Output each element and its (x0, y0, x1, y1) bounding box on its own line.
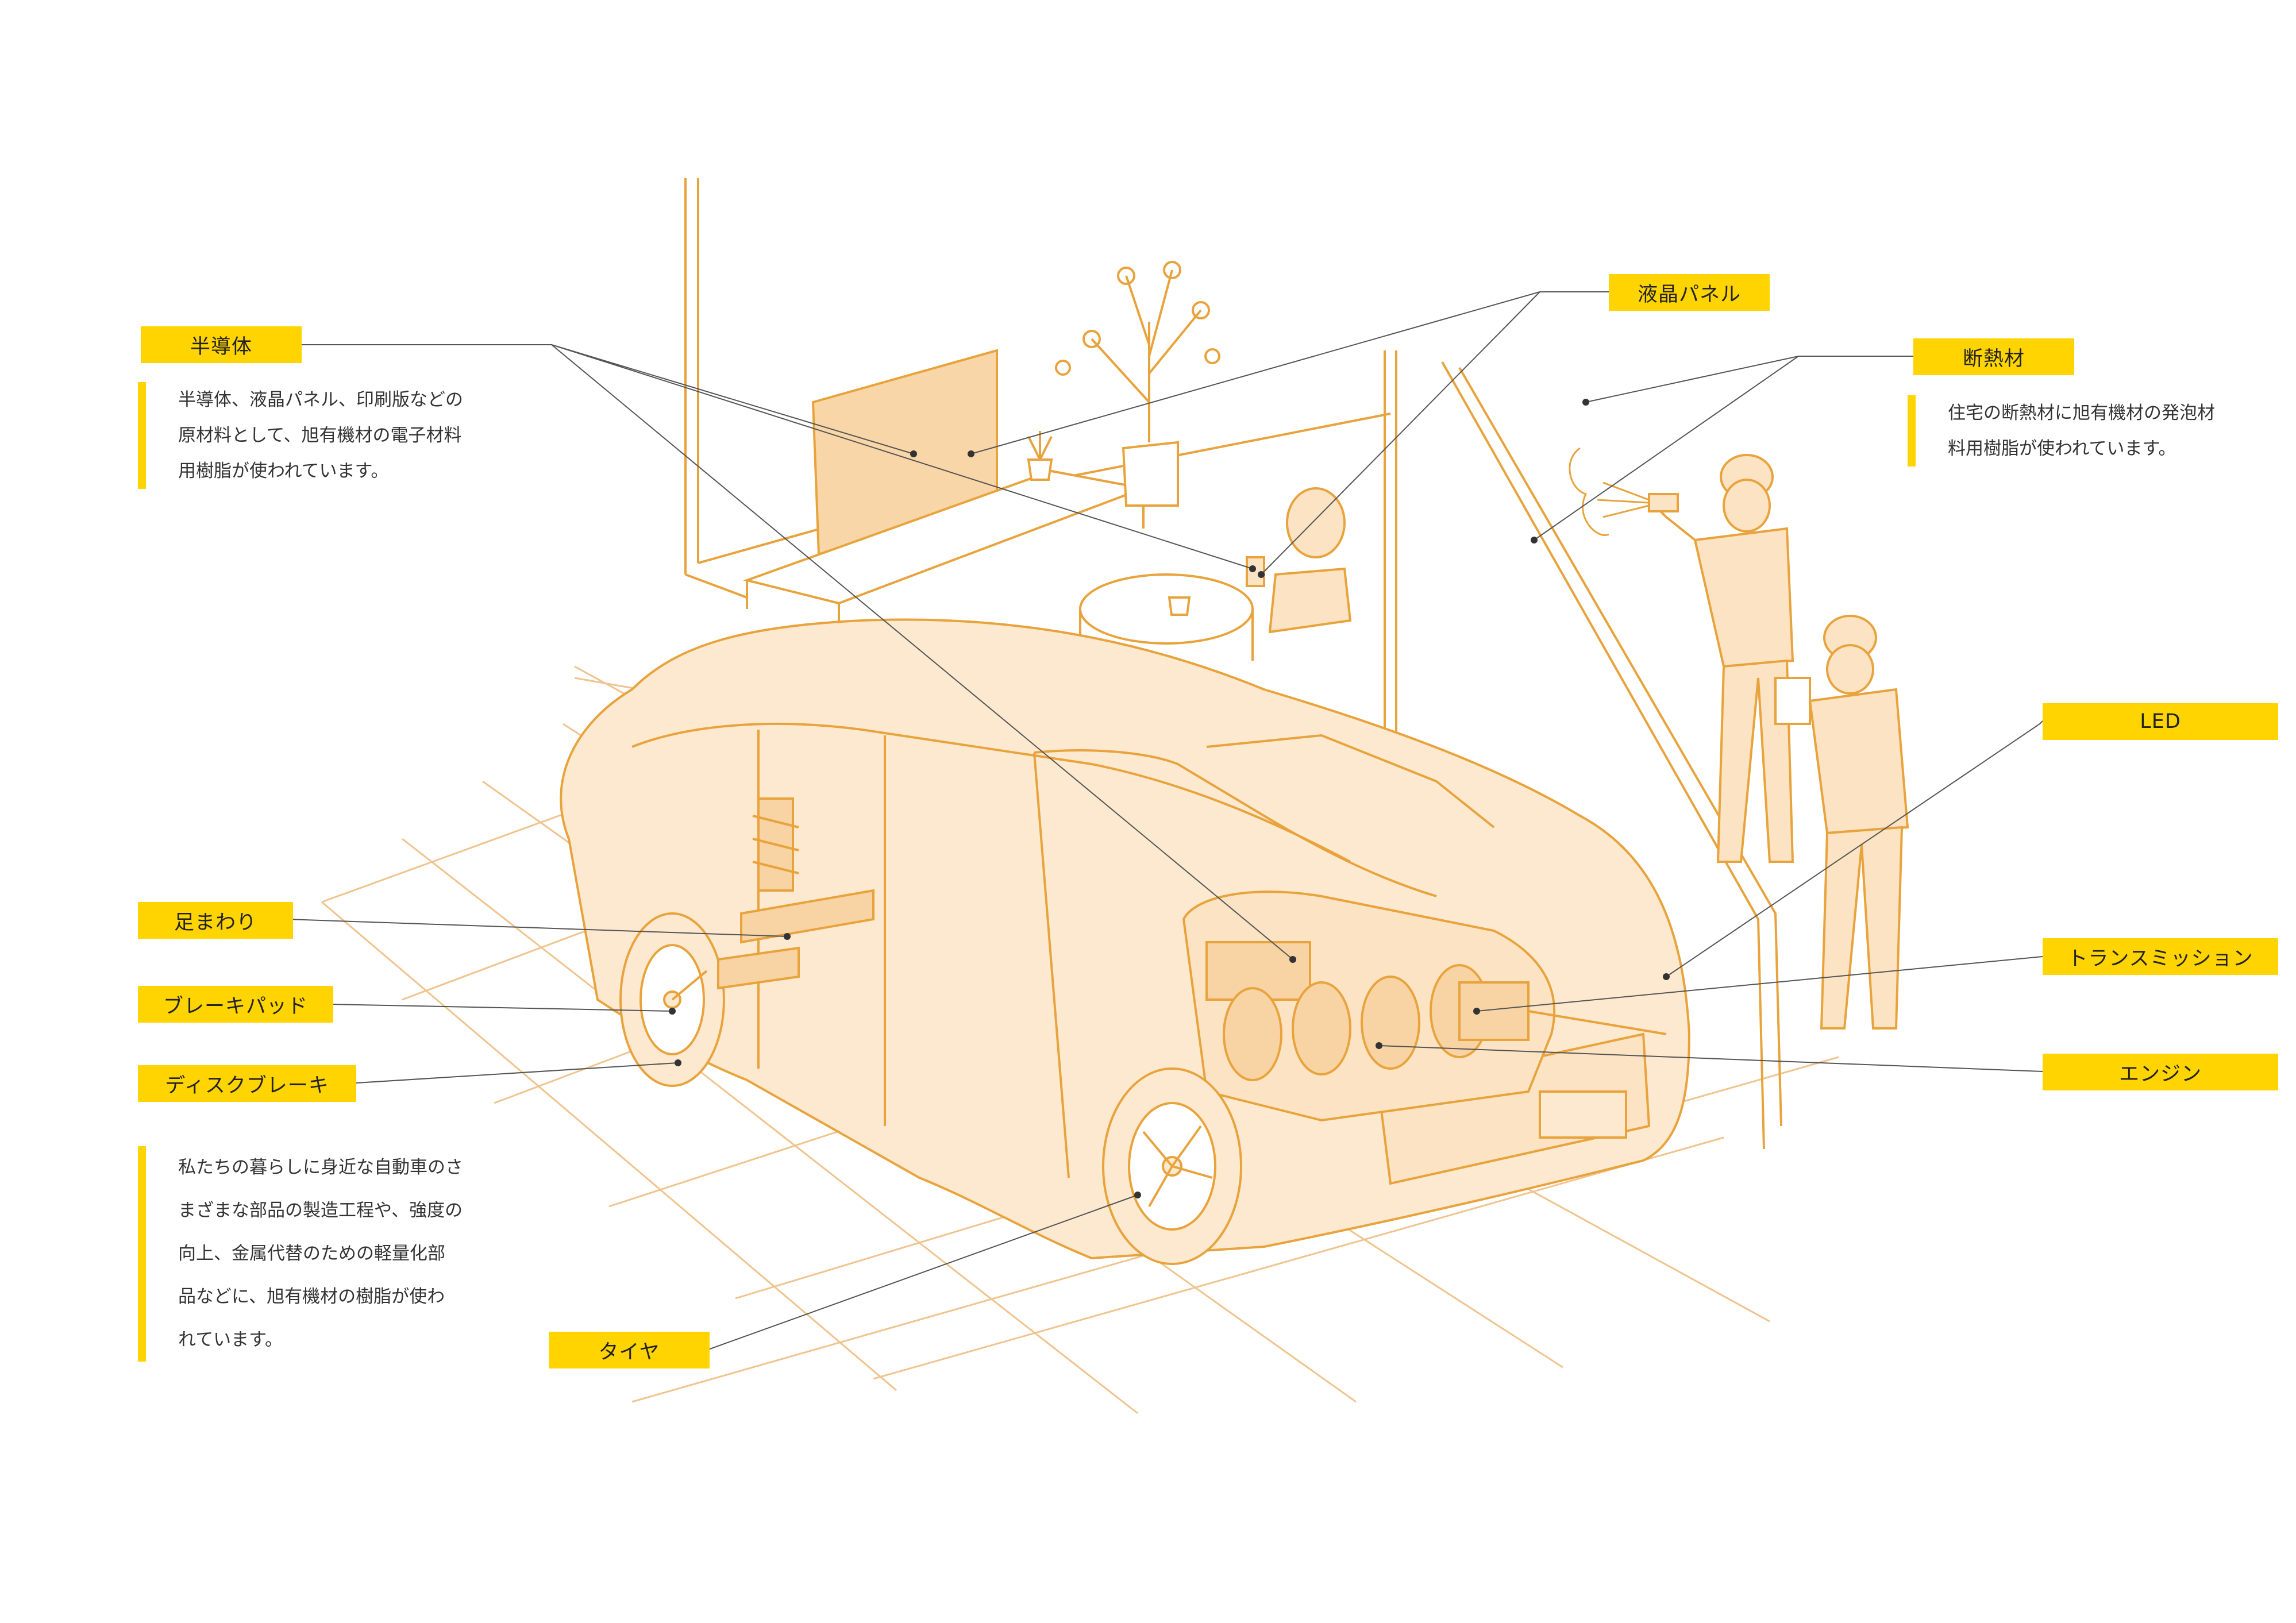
suspension-strut (717, 797, 875, 990)
desc-line: まざまな部品の製造工程や、強度の (178, 1200, 463, 1221)
desc-line: 品などに、旭有機材の樹脂が使わ (178, 1286, 445, 1307)
desc-automotive: 私たちの暮らしに身近な自動車のさ まざまな部品の製造工程や、強度の 向上、金属代… (138, 1146, 463, 1362)
seated-person (1246, 487, 1352, 634)
desc-line: れています。 (178, 1329, 283, 1350)
label-lcd-panel: 液晶パネル (1609, 274, 1770, 311)
desc-line: 向上、金属代替のための軽量化部 (178, 1243, 445, 1264)
label-engine: エンジン (2043, 1054, 2278, 1090)
desc-line: 住宅の断熱材に旭有機材の発泡材 (1948, 403, 2215, 423)
label-brake-pad: ブレーキパッド (138, 986, 333, 1023)
desc-line: 料用樹脂が使われています。 (1948, 438, 2176, 459)
small-plant (1027, 431, 1053, 481)
worker-sprayer (1648, 454, 1794, 863)
desc-line: 私たちの暮らしに身近な自動車のさ (178, 1157, 463, 1178)
label-suspension: 足まわり (138, 902, 293, 939)
label-led: LED (2043, 703, 2278, 740)
leader-lines (287, 291, 2043, 1351)
desc-line: 半導体、液晶パネル、印刷版などの (178, 390, 463, 410)
spray-cloud (1569, 447, 1650, 536)
desc-semiconductor: 半導体、液晶パネル、印刷版などの 原材料として、旭有機材の電子材料 用樹脂が使わ… (138, 382, 463, 489)
desc-insulation: 住宅の断熱材に旭有機材の発泡材 料用樹脂が使われています。 (1908, 395, 2215, 467)
room-walls (684, 178, 1782, 1150)
label-semiconductor: 半導体 (141, 326, 302, 363)
plant (1055, 261, 1220, 507)
front-wheel (619, 912, 725, 1087)
desc-line: 用樹脂が使われています。 (178, 461, 389, 481)
leader-dots (669, 399, 1670, 1198)
desc-line: 原材料として、旭有機材の電子材料 (178, 425, 462, 446)
engine-bay (1182, 890, 1667, 1122)
label-transmission: トランスミッション (2043, 938, 2278, 975)
label-disc-brake: ディスクブレーキ (138, 1065, 356, 1102)
worker-tablet (1774, 615, 1909, 1030)
label-tire: タイヤ (549, 1332, 710, 1368)
round-table (1079, 573, 1254, 661)
rear-wheel (1102, 1067, 1242, 1265)
label-insulation: 断熱材 (1913, 338, 2074, 375)
